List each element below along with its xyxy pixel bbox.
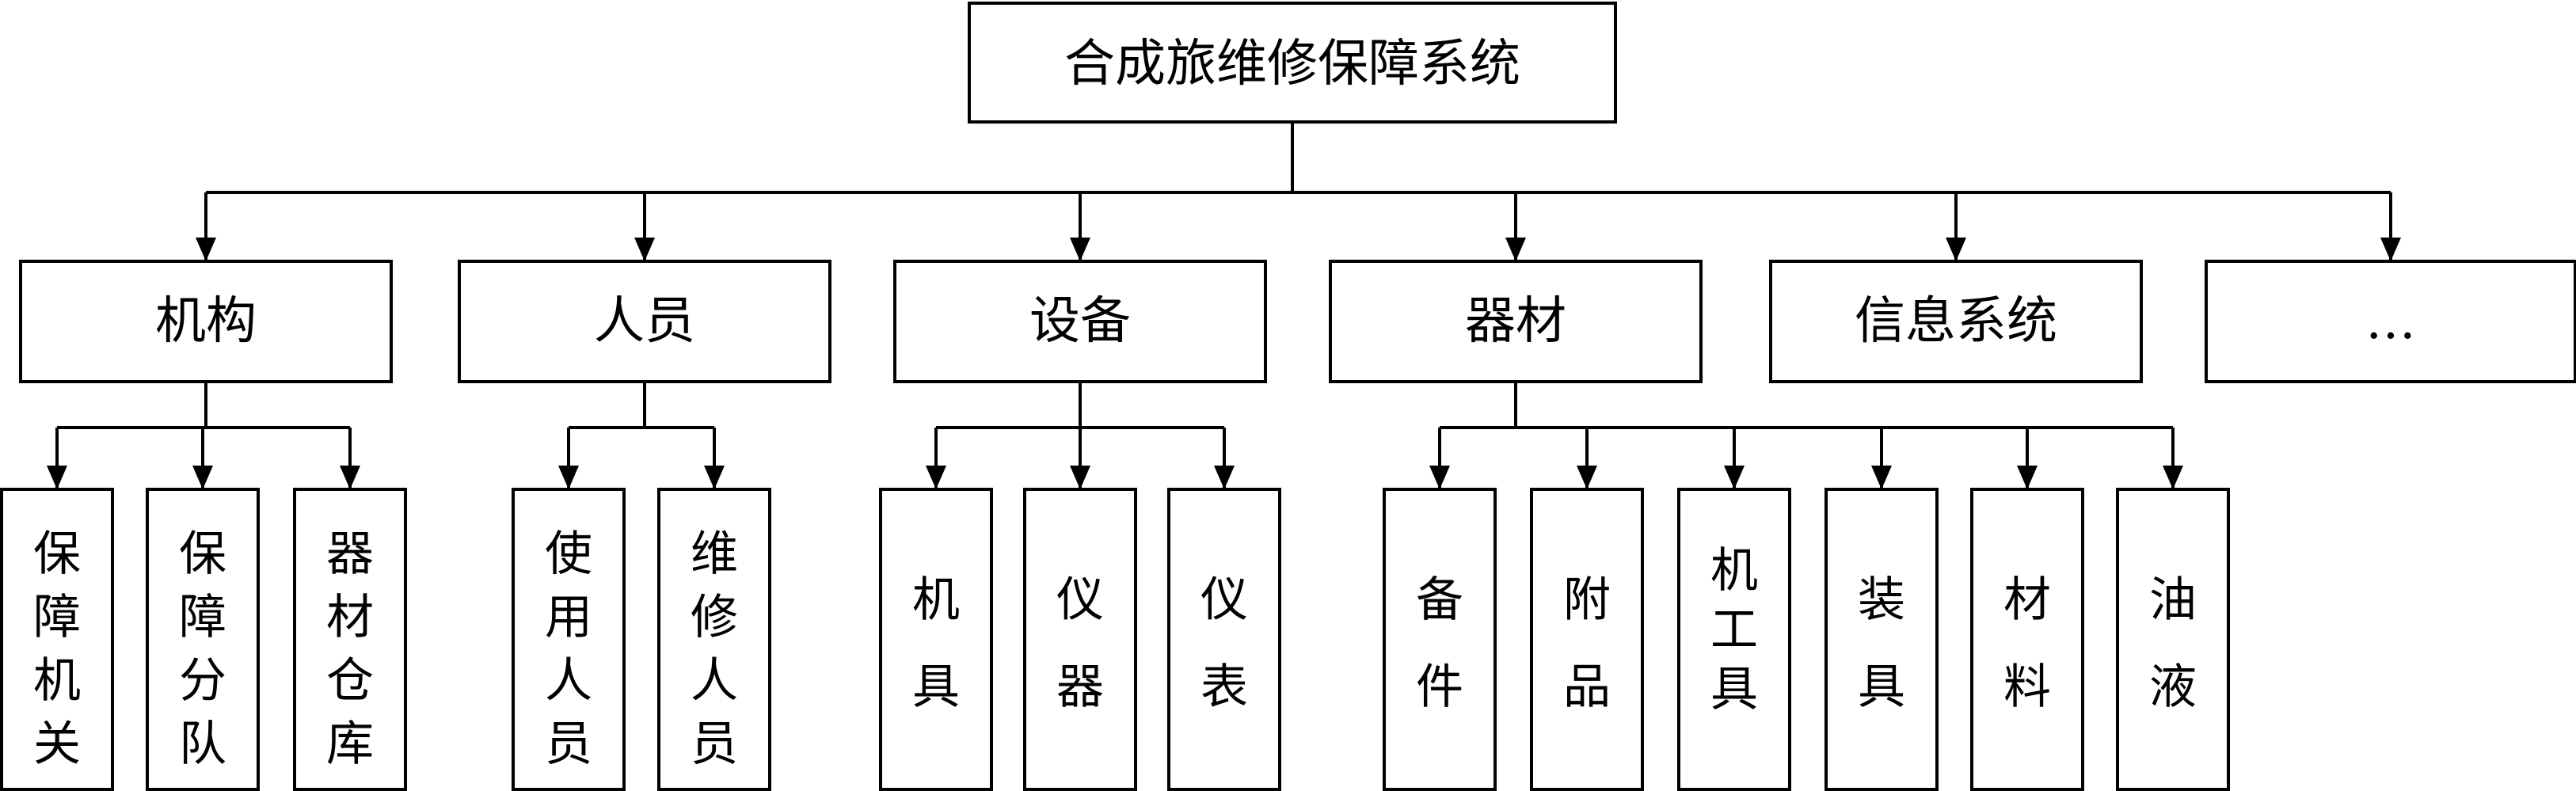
- leaf-label: 维修人员: [691, 527, 738, 772]
- arrowhead: [634, 238, 655, 261]
- leaf-node: 机工具: [1677, 488, 1791, 791]
- leaf-box: [1970, 488, 2084, 791]
- leaf-box: [1530, 488, 1644, 791]
- arrowhead: [196, 238, 216, 261]
- arrowhead: [192, 466, 213, 489]
- leaf-box: [879, 488, 993, 791]
- leaf-label: 器材仓库: [326, 527, 374, 772]
- leaf-node: 仪表: [1167, 488, 1281, 791]
- category-label-equipment: 设备: [1029, 292, 1131, 351]
- arrowhead: [704, 466, 725, 489]
- leaf-node: 维修人员: [657, 488, 771, 791]
- leaf-box: [1023, 488, 1137, 791]
- leaf-node: 附品: [1530, 488, 1644, 791]
- arrowhead: [1871, 466, 1892, 489]
- arrowhead: [1577, 466, 1597, 489]
- leaf-label: 备件: [1416, 572, 1463, 715]
- arrowhead: [1429, 466, 1450, 489]
- category-label-more: …: [2365, 292, 2416, 351]
- leaf-label: 装具: [1858, 572, 1905, 715]
- leaf-label: 机工具: [1710, 543, 1758, 717]
- category-node-org: 机构: [19, 260, 393, 383]
- leaf-node: 使用人员: [512, 488, 626, 791]
- arrowhead: [1946, 238, 1966, 261]
- arrowhead: [1070, 238, 1090, 261]
- category-node-materials: 器材: [1329, 260, 1703, 383]
- root-node: 合成旅维修保障系统: [968, 2, 1617, 124]
- leaf-node: 保障分队: [146, 488, 260, 791]
- arrowhead: [1505, 238, 1526, 261]
- category-box: [2205, 260, 2576, 383]
- arrowhead: [2017, 466, 2038, 489]
- root-label: 合成旅维修保障系统: [1064, 35, 1520, 93]
- leaf-node: 装具: [1825, 488, 1939, 791]
- category-box: [1329, 260, 1703, 383]
- connector-lines: [55, 122, 2392, 489]
- category-box: [19, 260, 393, 383]
- arrowhead: [1214, 466, 1235, 489]
- leaf-label: 材料: [2003, 572, 2051, 715]
- leaf-box: [0, 488, 114, 791]
- arrowhead: [2163, 466, 2183, 489]
- category-label-personnel: 人员: [594, 292, 695, 351]
- leaf-label: 保障分队: [179, 527, 226, 772]
- arrowhead: [558, 466, 579, 489]
- category-label-org: 机构: [155, 292, 257, 351]
- leaf-label: 附品: [1563, 572, 1611, 715]
- leaf-box: [2116, 488, 2230, 791]
- leaf-node: 保障机关: [0, 488, 114, 791]
- leaf-box: [1167, 488, 1281, 791]
- leaf-label: 仪器: [1056, 572, 1104, 715]
- leaf-label: 油液: [2149, 572, 2197, 715]
- leaf-box: [293, 488, 407, 791]
- leaf-node: 备件: [1383, 488, 1497, 791]
- arrowhead: [340, 466, 360, 489]
- arrowhead: [2380, 238, 2401, 261]
- category-label-info-system: 信息系统: [1855, 292, 2057, 351]
- leaf-label: 保障机关: [33, 527, 81, 772]
- arrowhead: [47, 466, 67, 489]
- leaf-box: [657, 488, 771, 791]
- root-box: [968, 2, 1617, 124]
- category-node-more: …: [2205, 260, 2576, 383]
- leaf-box: [1383, 488, 1497, 791]
- leaf-box: [512, 488, 626, 791]
- arrowhead: [1724, 466, 1745, 489]
- category-box: [1769, 260, 2143, 383]
- category-node-equipment: 设备: [893, 260, 1267, 383]
- category-box: [458, 260, 831, 383]
- leaf-box: [146, 488, 260, 791]
- arrowhead: [926, 466, 946, 489]
- category-node-personnel: 人员: [458, 260, 831, 383]
- leaf-node: 材料: [1970, 488, 2084, 791]
- leaf-node: 机具: [879, 488, 993, 791]
- leaf-node: 油液: [2116, 488, 2230, 791]
- leaf-label: 仪表: [1200, 572, 1248, 715]
- category-label-materials: 器材: [1465, 292, 1566, 351]
- category-box: [893, 260, 1267, 383]
- arrowhead: [1070, 466, 1090, 489]
- leaf-box: [1825, 488, 1939, 791]
- category-node-info-system: 信息系统: [1769, 260, 2143, 383]
- leaf-node: 仪器: [1023, 488, 1137, 791]
- leaf-label: 使用人员: [545, 527, 592, 772]
- leaf-box: [1677, 488, 1791, 791]
- leaf-node: 器材仓库: [293, 488, 407, 791]
- arrowheads: [47, 238, 2401, 489]
- leaf-label: 机具: [912, 572, 960, 715]
